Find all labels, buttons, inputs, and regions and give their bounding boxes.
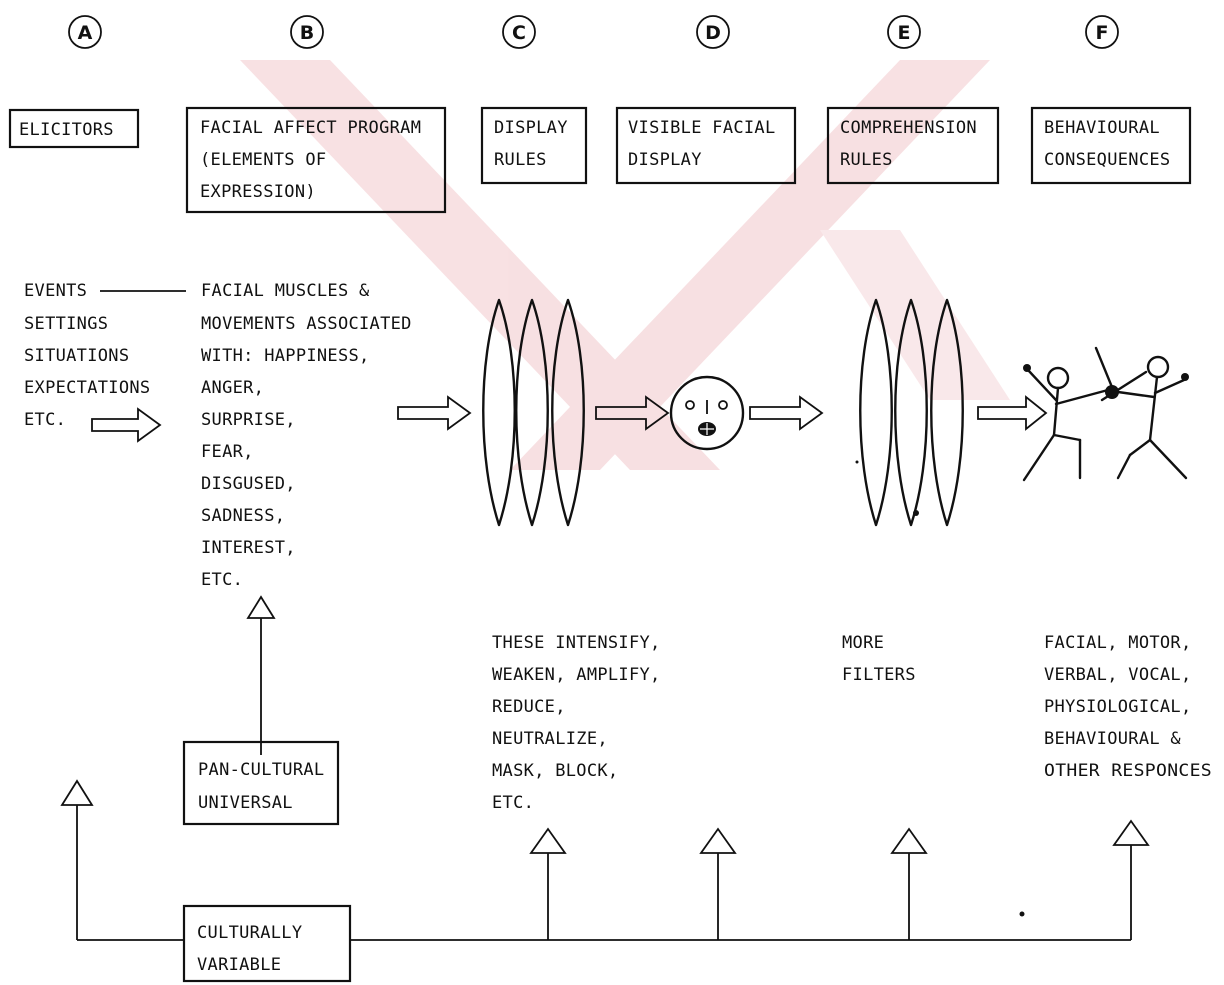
facial-affect-program-line-1: FACIAL AFFECT PROGRAM: [200, 118, 421, 138]
letter-d: D: [705, 22, 721, 44]
comprehension-rules-line-2: RULES: [840, 150, 893, 170]
up-arrow-pan-cultural: [248, 597, 274, 755]
elicitor-item: EXPECTATIONS: [24, 378, 150, 398]
letter-circle-d: D: [697, 16, 729, 48]
up-arrow-elicitors: [62, 781, 92, 940]
visible-facial-display-line-2: DISPLAY: [628, 150, 702, 170]
facial-muscles-line: FEAR,: [201, 442, 254, 462]
consequences-note-line: VERBAL, VOCAL,: [1044, 665, 1192, 685]
display-rules-note: THESE INTENSIFY, WEAKEN, AMPLIFY, REDUCE…: [492, 633, 661, 813]
comprehension-note-line: FILTERS: [842, 665, 916, 685]
right-arrow-program: [398, 397, 470, 429]
facial-muscles-line: ANGER,: [201, 378, 264, 398]
pan-cultural-line-1: PAN-CULTURAL: [198, 760, 324, 780]
up-arrow-visible-display: [701, 829, 735, 940]
visible-facial-display-box: VISIBLE FACIAL DISPLAY: [617, 108, 795, 183]
elicitor-item: ETC.: [24, 410, 66, 430]
comprehension-note: MORE FILTERS: [842, 633, 916, 685]
display-rules-note-line: NEUTRALIZE,: [492, 729, 608, 749]
display-rules-note-line: REDUCE,: [492, 697, 566, 717]
display-rules-box: DISPLAY RULES: [482, 108, 586, 183]
column-letters: A B C D E F: [69, 16, 1118, 48]
facial-muscles-line: SADNESS,: [201, 506, 285, 526]
comprehension-note-line: MORE: [842, 633, 884, 653]
letter-e: E: [898, 22, 911, 44]
behavioural-consequences-box: BEHAVIOURAL CONSEQUENCES: [1032, 108, 1190, 183]
letter-circle-a: A: [69, 16, 101, 48]
elicitors-box: ELICITORS: [10, 110, 138, 147]
consequences-note-line: FACIAL, MOTOR,: [1044, 633, 1192, 653]
letter-f: F: [1096, 22, 1109, 44]
display-rules-note-line: MASK, BLOCK,: [492, 761, 618, 781]
facial-muscles-line: FACIAL MUSCLES &: [201, 281, 370, 301]
right-arrow-elicitors: [92, 409, 160, 441]
right-arrow-comprehension: [978, 397, 1046, 429]
elicitor-item: SETTINGS: [24, 314, 108, 334]
culturally-variable-line-2: VARIABLE: [197, 955, 281, 975]
consequences-note-line: OTHER RESPONCES: [1044, 761, 1212, 781]
letter-circle-b: B: [291, 16, 323, 48]
display-rules-note-line: THESE INTENSIFY,: [492, 633, 661, 653]
fighting-figures-icon: [1023, 348, 1189, 480]
visible-facial-display-line-1: VISIBLE FACIAL: [628, 118, 776, 138]
facial-muscles-line: SURPRISE,: [201, 410, 296, 430]
letter-c: C: [512, 22, 526, 44]
letter-circle-e: E: [888, 16, 920, 48]
display-rules-note-line: WEAKEN, AMPLIFY,: [492, 665, 661, 685]
pan-cultural-line-2: UNIVERSAL: [198, 793, 293, 813]
letter-circle-c: C: [503, 16, 535, 48]
elicitors-list: EVENTS SETTINGS SITUATIONS EXPECTATIONS …: [24, 281, 186, 430]
display-rules-line-1: DISPLAY: [494, 118, 568, 138]
culturally-variable-line-1: CULTURALLY: [197, 923, 302, 943]
letter-b: B: [300, 22, 314, 44]
elicitors-box-line-1: ELICITORS: [19, 120, 114, 140]
facial-affect-program-line-3: EXPRESSION): [200, 182, 316, 202]
facial-muscles-line: MOVEMENTS ASSOCIATED: [201, 314, 412, 334]
consequences-note: FACIAL, MOTOR, VERBAL, VOCAL, PHYSIOLOGI…: [1044, 633, 1212, 781]
behavioural-consequences-line-2: CONSEQUENCES: [1044, 150, 1170, 170]
comprehension-rules-line-1: COMPREHENSION: [840, 118, 977, 138]
consequences-note-line: BEHAVIOURAL &: [1044, 729, 1181, 749]
culturally-variable-box: CULTURALLY VARIABLE: [184, 906, 350, 981]
letter-a: A: [78, 22, 93, 44]
letter-circle-f: F: [1086, 16, 1118, 48]
display-rules-line-2: RULES: [494, 150, 547, 170]
up-arrow-consequences: [1114, 821, 1148, 940]
display-rules-note-line: ETC.: [492, 793, 534, 813]
facial-muscles-line: INTEREST,: [201, 538, 296, 558]
elicitor-item: EVENTS: [24, 281, 87, 301]
behavioural-consequences-line-1: BEHAVIOURAL: [1044, 118, 1160, 138]
face-icon: [671, 377, 743, 449]
header-boxes: ELICITORS FACIAL AFFECT PROGRAM (ELEMENT…: [10, 108, 1190, 212]
right-arrow-face: [750, 397, 822, 429]
facial-muscles-line: ETC.: [201, 570, 243, 590]
up-arrow-display-rules: [531, 829, 565, 940]
facial-muscles-text: FACIAL MUSCLES & MOVEMENTS ASSOCIATED WI…: [201, 281, 412, 590]
elicitor-item: SITUATIONS: [24, 346, 129, 366]
facial-affect-program-line-2: (ELEMENTS OF: [200, 150, 326, 170]
up-arrow-comprehension: [892, 829, 926, 940]
facial-muscles-line: DISGUSED,: [201, 474, 296, 494]
facial-muscles-line: WITH: HAPPINESS,: [201, 346, 370, 366]
consequences-note-line: PHYSIOLOGICAL,: [1044, 697, 1192, 717]
